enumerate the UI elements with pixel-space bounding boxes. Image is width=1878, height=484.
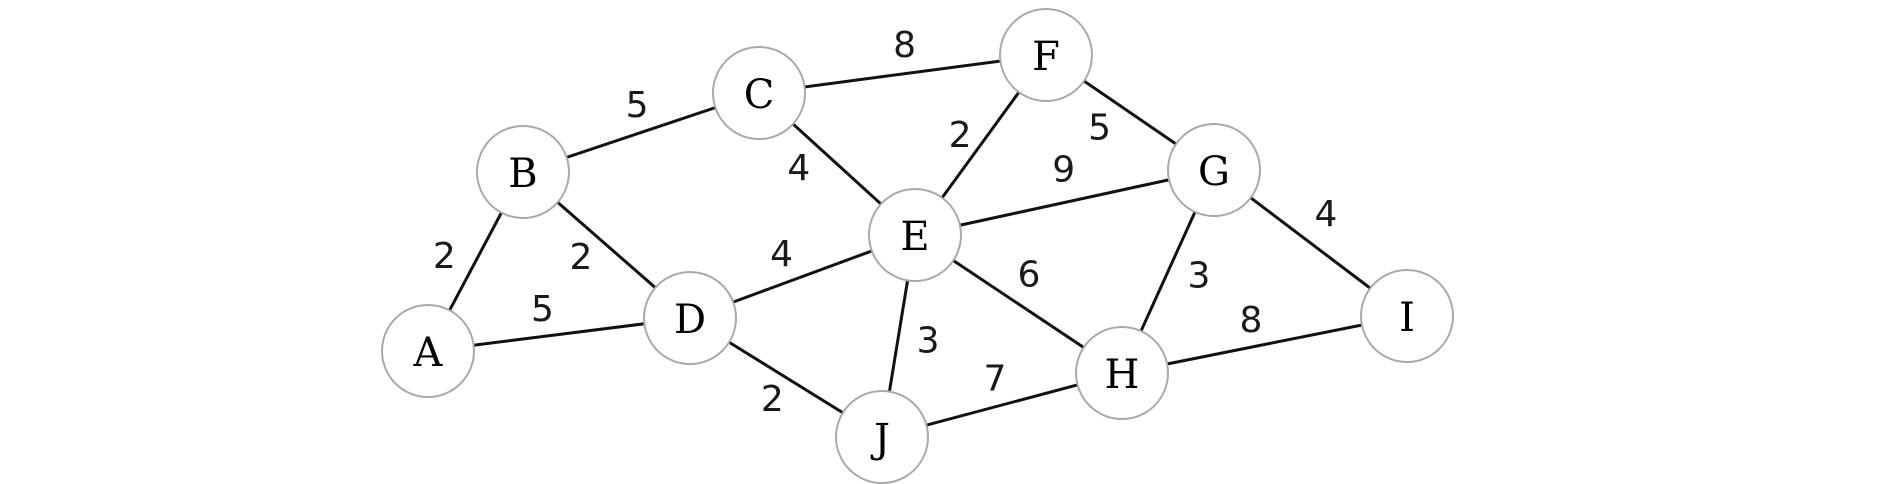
nodes-layer: A B C D E F G H I J — [381, 8, 1454, 484]
node-circle-g — [1167, 123, 1261, 217]
edge-weight-e-h: 6 — [1017, 254, 1040, 295]
edge-weight-d-e: 4 — [770, 234, 793, 275]
node-g: G — [1167, 123, 1261, 217]
node-circle-c — [712, 46, 806, 140]
edge-weight-g-h: 3 — [1188, 255, 1211, 296]
edge-weight-c-f: 8 — [893, 25, 916, 66]
edge-weight-e-g: 9 — [1052, 149, 1075, 190]
node-circle-b — [476, 125, 570, 219]
edge-weight-e-f: 2 — [949, 115, 972, 156]
node-circle-i — [1360, 269, 1454, 363]
node-label-h: H — [1105, 352, 1140, 398]
edge-weight-b-d: 2 — [570, 237, 593, 278]
edge-h-i — [1120, 314, 1409, 375]
edge-weight-d-j: 2 — [761, 379, 784, 420]
node-label-a: A — [413, 330, 444, 376]
edge-weight-e-j: 3 — [917, 320, 940, 361]
node-e: E — [868, 188, 962, 282]
node-b: B — [476, 125, 570, 219]
edge-weight-a-b: 2 — [433, 236, 456, 277]
node-d: D — [643, 271, 737, 365]
node-c: C — [712, 46, 806, 140]
node-h: H — [1075, 326, 1169, 420]
node-circle-e — [868, 188, 962, 282]
edge-e-g — [913, 168, 1216, 237]
node-circle-a — [381, 304, 475, 398]
node-circle-h — [1075, 326, 1169, 420]
edge-weight-f-g: 5 — [1088, 108, 1111, 149]
node-label-f: F — [1032, 34, 1060, 80]
node-circle-d — [643, 271, 737, 365]
node-label-e: E — [900, 214, 929, 260]
edge-weight-b-c: 5 — [626, 85, 649, 126]
node-label-j: J — [870, 416, 890, 462]
edge-weight-j-h: 7 — [984, 358, 1007, 399]
node-a: A — [381, 304, 475, 398]
node-j: J — [835, 390, 929, 484]
node-label-c: C — [744, 72, 775, 118]
node-label-b: B — [508, 151, 537, 197]
edge-weight-a-d: 5 — [531, 289, 554, 330]
edge-c-f — [757, 53, 1048, 95]
edge-weight-c-e: 4 — [787, 148, 810, 189]
node-label-i: I — [1399, 295, 1415, 341]
node-i: I — [1360, 269, 1454, 363]
edge-weight-h-i: 8 — [1239, 300, 1262, 341]
node-label-g: G — [1198, 149, 1230, 195]
node-f: F — [999, 8, 1093, 102]
node-circle-j — [835, 390, 929, 484]
node-label-d: D — [674, 297, 706, 343]
node-circle-f — [999, 8, 1093, 102]
edge-weight-g-i: 4 — [1314, 194, 1337, 235]
